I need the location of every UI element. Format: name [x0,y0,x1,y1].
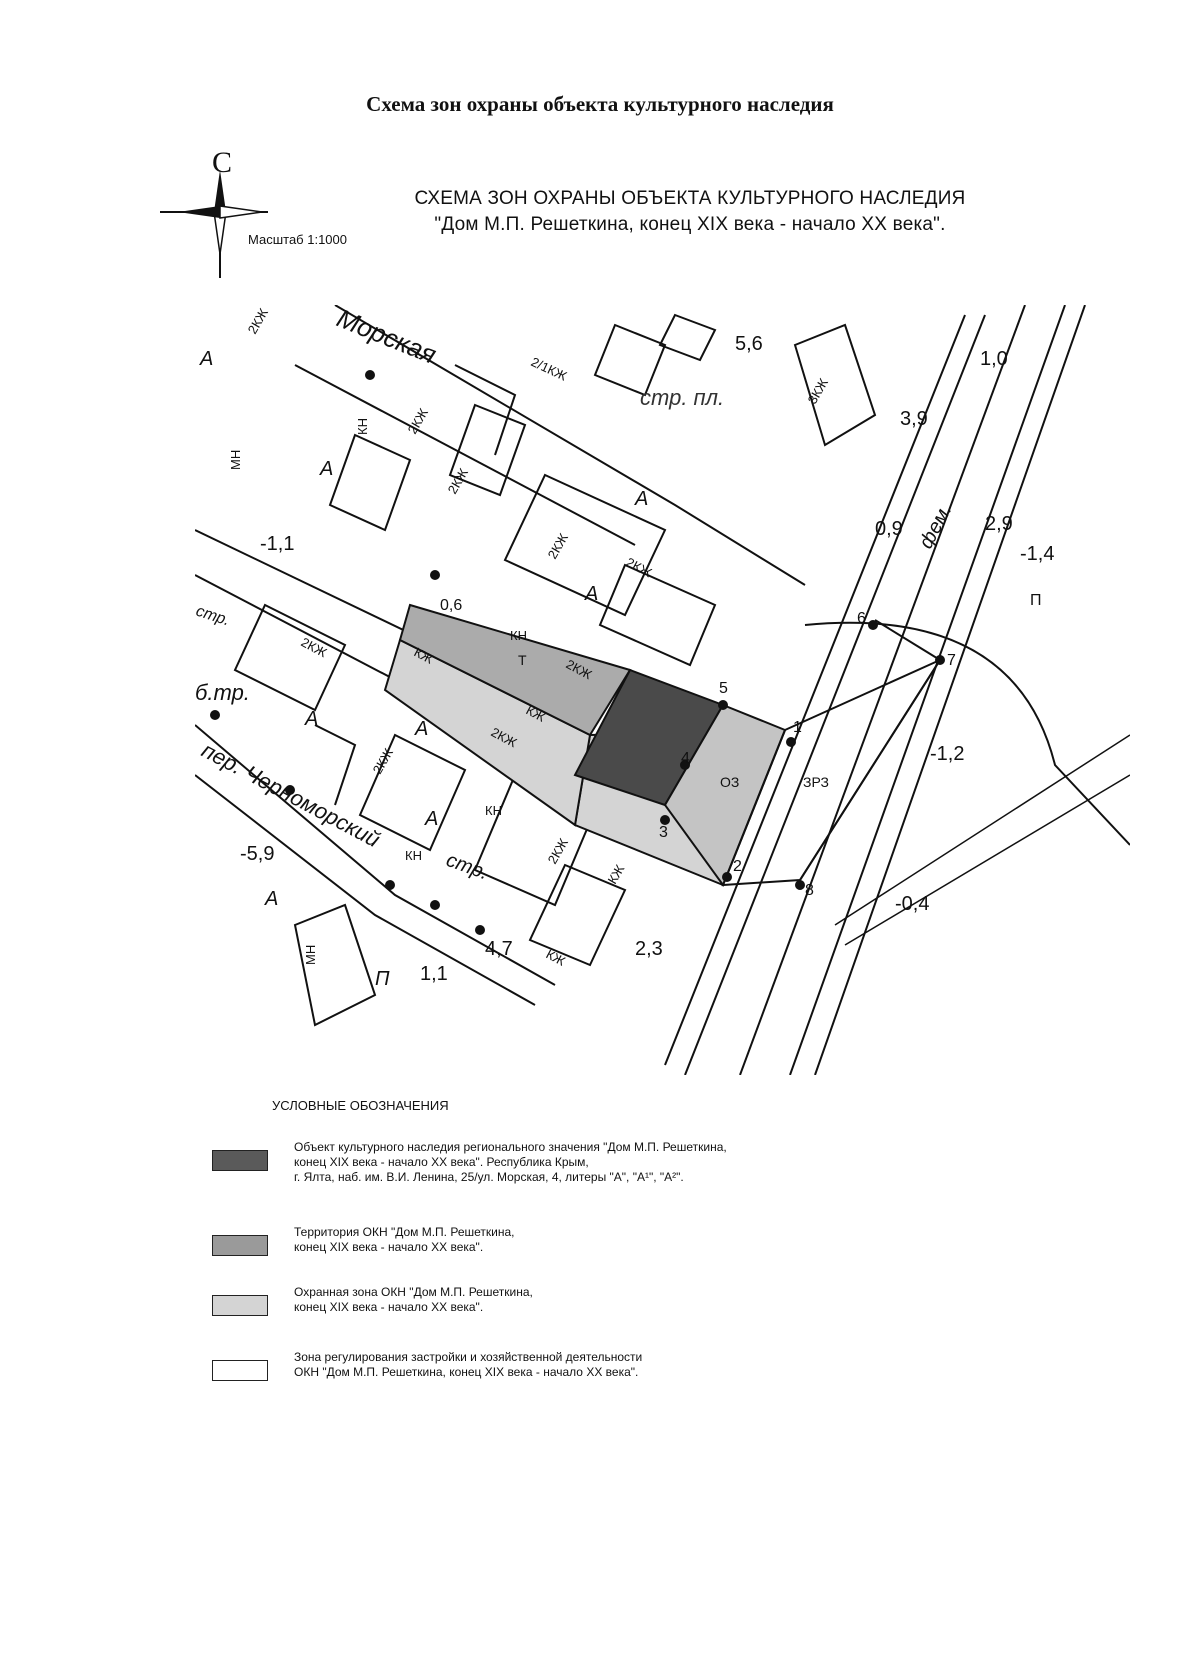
zone-label-territory: Т [518,652,527,668]
schema-title-line1: СХЕМА ЗОН ОХРАНЫ ОБЪЕКТА КУЛЬТУРНОГО НАС… [414,188,966,209]
building-label: 2КЖ [370,746,396,777]
building-label: 2/1КЖ [529,354,569,384]
street-label-embankment: фем. [915,500,957,552]
elevation-label: -5,9 [240,843,274,865]
legend-swatch [212,1295,268,1316]
building-label: 2КЖ [545,836,571,867]
elevation-label: 4,7 [485,938,513,960]
site-map: 1 2 3 4 5 6 7 8 Т ОЗ ЗРЗ Морская пер. Че… [195,305,1130,1075]
building-label: 2КЖ [545,531,571,562]
building-label: 2КЖ [405,406,431,437]
page-title: Схема зон охраны объекта культурного нас… [366,92,834,116]
building-label: А [424,808,438,830]
compass-icon [160,170,268,278]
point-label-6: 6 [857,610,866,627]
elevation-label: 3,9 [900,408,928,430]
schema-title: СХЕМА ЗОН ОХРАНЫ ОБЪЕКТА КУЛЬТУРНОГО НАС… [380,186,1000,238]
building-label: КН [485,803,502,818]
building-label: МН [303,945,318,965]
point-label-8: 8 [805,882,814,899]
legend-title: УСЛОВНЫЕ ОБОЗНАЧЕНИЯ [272,1098,449,1113]
building-label: КЖ [544,946,568,968]
point-label-2: 2 [733,858,742,875]
building-label: А [319,458,333,480]
elevation-label: 1,1 [420,963,448,985]
point-label-1: 1 [793,719,802,736]
point-label-7: 7 [947,652,956,669]
point-label-5: 5 [719,680,728,697]
north-label: С [212,146,233,179]
street-label-morskaya: Морская [333,305,441,370]
elevation-label: 0,9 [875,518,903,540]
street-label-str-pl: стр. пл. [640,385,724,410]
building-label: А [264,888,278,910]
building-label: КН [510,628,527,643]
legend-text: Зона регулирования застройки и хозяйстве… [294,1350,643,1379]
building-label: КН [355,418,370,435]
building-label: А [304,708,318,730]
schema-title-line2: "Дом М.П. Решеткина, конец XIX века - на… [434,214,946,235]
elevation-label: 2,3 [635,938,663,960]
legend-swatch [212,1360,268,1381]
street-label-b-tr: б.тр. [195,680,250,705]
street-label-chernomorsky: пер. Черноморский [198,737,384,852]
building-label: П [375,968,390,990]
legend-item-territory: Территория ОКН "Дом М.П. Решеткина, коне… [212,1225,832,1285]
point-label-4: 4 [681,750,690,767]
building-label: А [634,488,648,510]
legend-item-protection-zone: Охранная зона ОКН "Дом М.П. Решеткина, к… [212,1285,832,1345]
legend-text: Объект культурного наследия региональног… [294,1140,727,1184]
point-label-3: 3 [659,824,668,841]
building-label: 2КЖ [299,634,330,660]
legend-item-heritage-object: Объект культурного наследия региональног… [212,1140,832,1200]
street-label-str-left: стр. [195,603,232,630]
elevation-label: -0,4 [895,893,929,915]
legend-text: Территория ОКН "Дом М.П. Решеткина, коне… [294,1225,515,1254]
building-label: П [1030,592,1042,609]
zone-label-protection: ОЗ [720,774,739,790]
elevation-label: 0,6 [440,597,462,614]
legend-item-regulation-zone: Зона регулирования застройки и хозяйстве… [212,1350,832,1410]
elevation-label: 1,0 [980,348,1008,370]
elevation-label: 5,6 [735,333,763,355]
scale-label: Масштаб 1:1000 [248,232,347,247]
elevation-label: -1,4 [1020,543,1054,565]
building-label: МН [228,450,243,470]
legend-text: Охранная зона ОКН "Дом М.П. Решеткина, к… [294,1285,533,1314]
building-label: А [414,718,428,740]
legend-swatch [212,1150,268,1171]
zone-label-regulation: ЗРЗ [803,774,829,790]
elevation-label: 2,9 [985,513,1013,535]
elevation-label: -1,1 [260,533,294,555]
building-label: А [199,348,213,370]
elevation-label: -1,2 [930,743,964,765]
building-label: А [584,583,598,605]
legend-swatch [212,1235,268,1256]
building-label: КН [405,848,422,863]
map-drawing: 1 2 3 4 5 6 7 8 Т ОЗ ЗРЗ Морская пер. Че… [195,305,1130,1075]
building-label: 2КЖ [245,306,271,337]
building-label: 3КЖ [805,376,831,407]
street-label-str: стр. [443,849,491,884]
